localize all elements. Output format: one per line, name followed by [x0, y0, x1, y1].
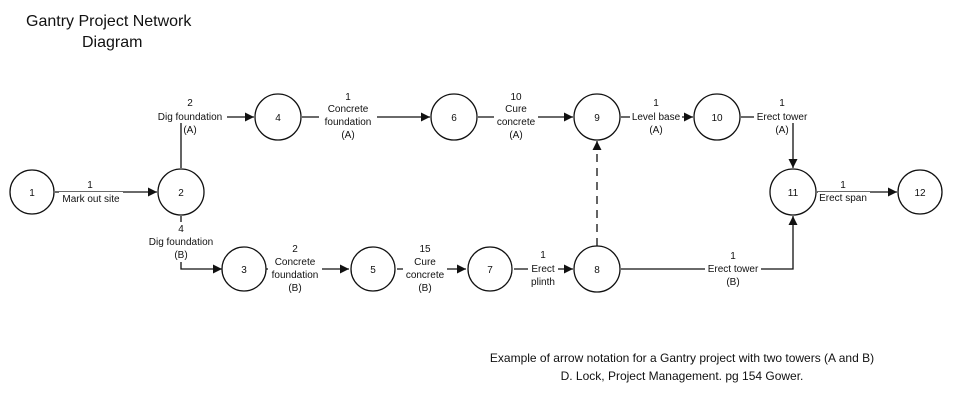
activity-label: plinth: [531, 277, 555, 288]
activity-label: Cure: [414, 257, 436, 268]
activity-label: concrete: [406, 270, 445, 281]
node-6: 6: [430, 93, 478, 141]
node-3: 3: [221, 246, 267, 292]
activity-duration: 4: [178, 224, 184, 235]
activity-label: Erect tower: [757, 112, 808, 123]
node-12: 12: [897, 169, 943, 215]
activity-label: Erect span: [819, 193, 867, 204]
activity-duration: 2: [292, 244, 298, 255]
activity-duration: 1: [730, 251, 736, 262]
activity-label: Cure: [505, 104, 527, 115]
node-5: 5: [350, 246, 396, 292]
activity-label: concrete: [497, 117, 536, 128]
node-8: 8: [573, 245, 621, 293]
activity-label: (A): [341, 130, 354, 141]
activity-duration: 1: [540, 250, 546, 261]
activity-label: Erect: [531, 264, 555, 275]
caption: Example of arrow notation for a Gantry p…: [490, 351, 874, 383]
node-label: 1: [29, 188, 35, 199]
node-11: 11: [769, 168, 817, 216]
node-label: 11: [788, 188, 799, 199]
caption-line-2: D. Lock, Project Management. pg 154 Gowe…: [561, 369, 804, 383]
node-2: 2: [157, 168, 205, 216]
title-line-2: Diagram: [82, 34, 142, 51]
activity-label: (B): [726, 277, 739, 288]
diagram-title: Gantry Project Network Diagram: [26, 13, 192, 51]
activity-label: (B): [288, 283, 301, 294]
node-7: 7: [467, 246, 513, 292]
activity-duration: 1: [779, 98, 785, 109]
node-label: 8: [594, 265, 600, 276]
activity-duration: 1: [345, 92, 351, 103]
activity-label: Dig foundation: [149, 237, 214, 248]
node-1: 1: [9, 169, 55, 215]
node-label: 7: [487, 265, 493, 276]
activity-duration: 1: [653, 98, 659, 109]
node-label: 4: [275, 113, 281, 124]
activity-label: foundation: [325, 117, 372, 128]
activity-label: (A): [775, 125, 788, 136]
activity-duration: 10: [510, 92, 522, 103]
node-10: 10: [693, 93, 741, 141]
title-line-1: Gantry Project Network: [26, 13, 192, 30]
activity-label: (B): [174, 250, 187, 261]
node-9: 9: [573, 93, 621, 141]
activity-labels: 1 Mark out site 2 Dig foundation (A) 4 D…: [59, 92, 870, 294]
activity-label: (A): [183, 125, 196, 136]
activity-duration: 2: [187, 98, 193, 109]
activity-duration: 15: [419, 244, 431, 255]
node-label: 5: [370, 265, 376, 276]
activity-label: Concrete: [328, 104, 369, 115]
activity-label: Level base: [632, 112, 681, 123]
activity-duration: 1: [87, 180, 93, 191]
node-label: 12: [914, 188, 926, 199]
activity-label: foundation: [272, 270, 319, 281]
node-label: 6: [451, 113, 457, 124]
node-4: 4: [254, 93, 302, 141]
arrow-8-11: [621, 216, 798, 270]
event-nodes: 1 2 3 4 5 6 7 8: [9, 93, 943, 293]
activity-label: (A): [509, 130, 522, 141]
activity-label: (B): [418, 283, 431, 294]
activity-label: Concrete: [275, 257, 316, 268]
activity-label: Erect tower: [708, 264, 759, 275]
activity-label: Mark out site: [62, 194, 120, 205]
node-label: 2: [178, 188, 184, 199]
node-label: 3: [241, 265, 247, 276]
activity-label: Dig foundation: [158, 112, 223, 123]
caption-line-1: Example of arrow notation for a Gantry p…: [490, 351, 874, 365]
node-label: 10: [711, 113, 723, 124]
activity-duration: 1: [840, 180, 846, 191]
node-label: 9: [594, 113, 600, 124]
activity-label: (A): [649, 125, 662, 136]
